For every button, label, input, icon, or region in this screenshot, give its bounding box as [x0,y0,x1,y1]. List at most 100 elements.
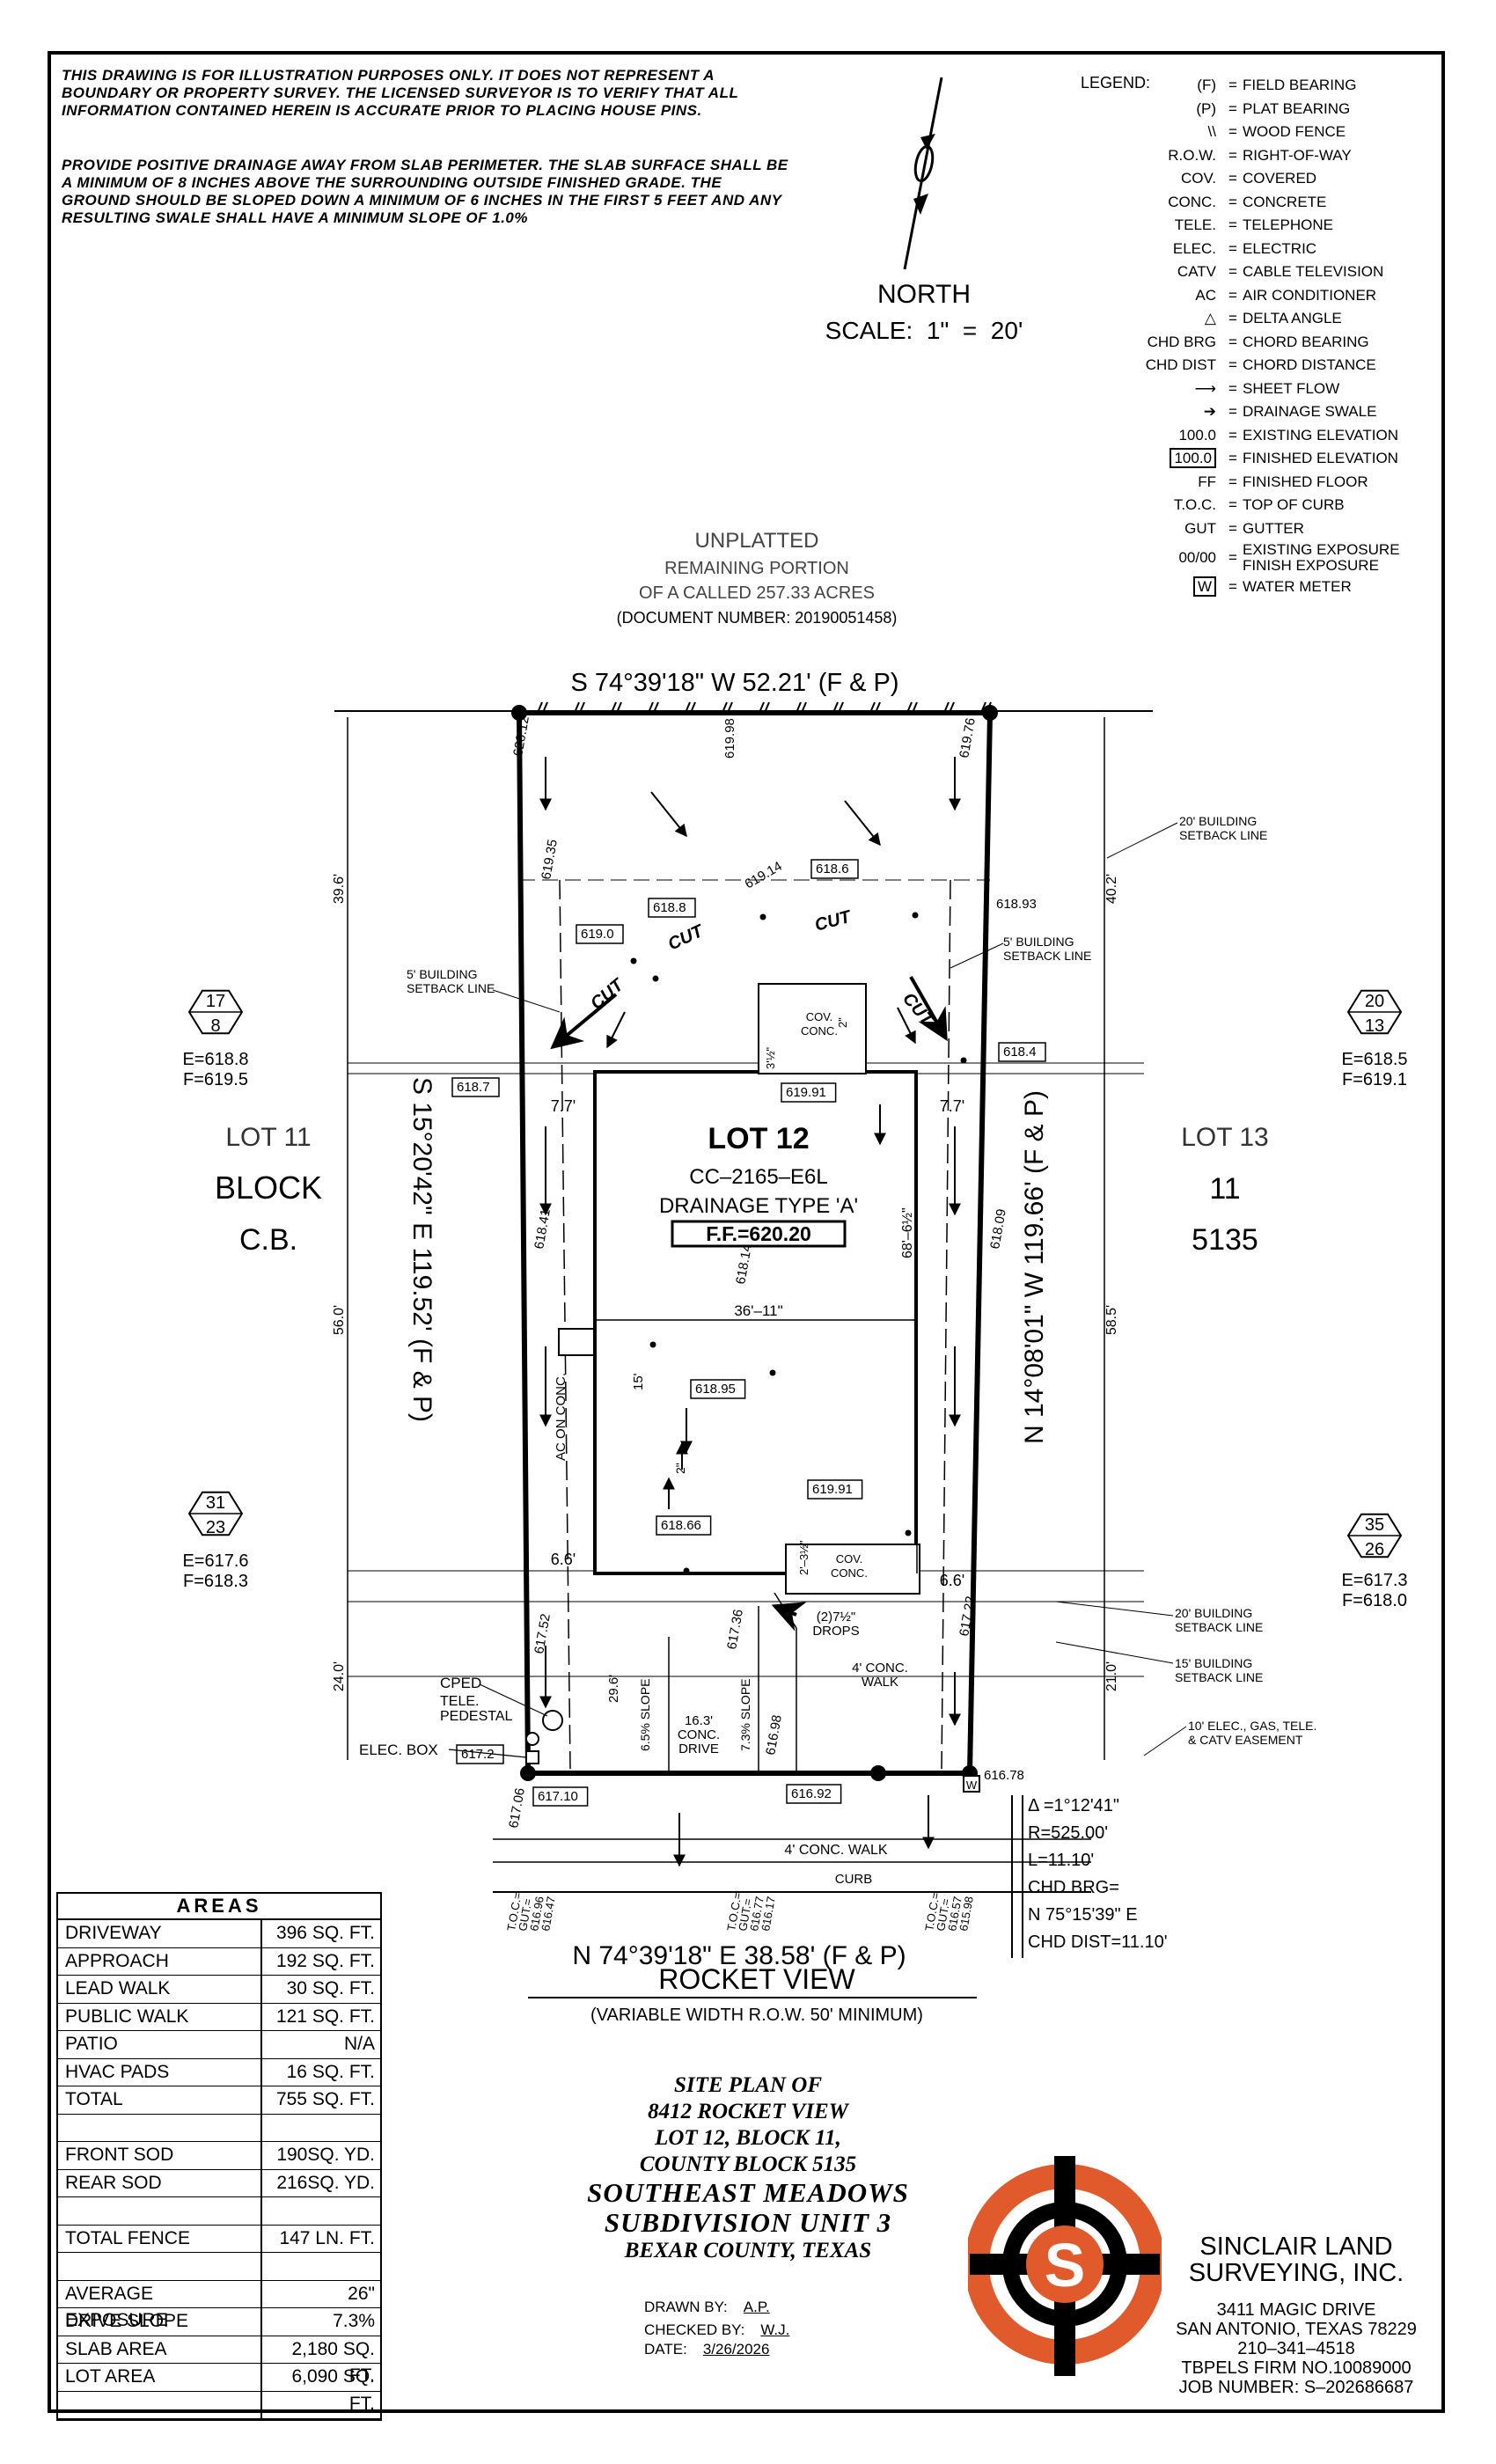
areas-label: DRIVEWAY [58,1920,262,1947]
setback-5-right-label: SETBACK LINE [1003,949,1091,963]
title-line-1: SITE PLAN OF [673,2073,823,2097]
slope-mark: 2" [836,1017,849,1028]
toc-label: 616.17 [759,1896,778,1932]
title-line-2: 8412 ROCKET VIEW [648,2100,848,2123]
dim-driveway: 29.6' [606,1675,621,1703]
existing-elevation: 618.93 [996,897,1037,912]
curve-data: CHD BRG= [1028,1878,1119,1897]
spot-point [630,957,637,964]
dim-side-setback-left: 7.7' [551,1097,576,1115]
legend-desc: TOP OF CURB [1243,496,1345,514]
easement-label: & CATV EASEMENT [1188,1733,1303,1747]
lot-number: LOT 12 [708,1122,809,1155]
legend-desc: CHORD BEARING [1243,333,1369,350]
legend-symbol: AC [1195,286,1216,304]
company-address: 3411 MAGIC DRIVE SAN ANTONIO, TEXAS 7822… [1176,2300,1417,2397]
legend-equals: = [1228,310,1237,327]
legend-row: ➔=DRAINAGE SWALE [1135,400,1417,424]
legend-equals: = [1228,193,1237,210]
cut-label: CUT [665,920,708,954]
swale-arrow [771,1602,807,1632]
areas-label: REAR SOD [58,2169,262,2196]
legend-row: 00/00=EXISTING EXPOSURE FINISH EXPOSURE [1135,540,1417,576]
tele-pedestal-label: TELE. [440,1694,479,1709]
toc-label: 616.96 [527,1896,546,1932]
finished-elevation-box [648,898,696,918]
setback-15-label: 15' BUILDING [1175,1656,1252,1670]
areas-title: AREAS [58,1894,380,1920]
exposure-existing: 17 [206,992,225,1011]
fence-mark [979,701,986,715]
legend-title: LEGEND: [1081,74,1151,92]
exposure-existing: 20 [1365,992,1384,1011]
fence-mark [800,701,807,715]
areas-value: 30 SQ. FT. [286,1978,375,1998]
dim-side-left: 56.0' [332,1305,347,1335]
areas-row: -- [58,2253,380,2281]
areas-row: DRIVEWAY 396 SQ. FT. [58,1920,380,1948]
areas-label: - [58,2197,262,2225]
legend-desc: TELEPHONE [1243,216,1333,234]
areas-value: 396 SQ. FT. [275,1923,375,1943]
legend-row: FF=FINISHED FLOOR [1135,471,1417,495]
finished-elevation: 618.95 [695,1382,736,1397]
boundary-pin [982,705,998,721]
areas-value: 192 SQ. FT. [275,1950,375,1971]
legend-row: COV.=COVERED [1135,167,1417,191]
exposure-existing: 35 [1365,1515,1384,1535]
dim-side-setback-right: 6.6' [940,1572,964,1589]
legend-desc: PLAT BEARING [1243,99,1351,117]
covered-porch [785,1544,920,1595]
legend-equals: = [1228,473,1237,490]
fence-mark [615,701,622,715]
finished-elevation: 619.91 [786,1085,826,1100]
legend-row: CHD BRG = CHORD BEARING [1135,331,1417,355]
areas-label: SLAB AREA [58,2336,262,2363]
note-illustration: THIS DRAWING IS FOR ILLUSTRATION PURPOSE… [62,67,739,119]
tele-pedestal-label: PEDESTAL [440,1709,513,1724]
toc-label: 616.57 [945,1896,964,1932]
leader-line [1106,822,1178,859]
drainage-type: DRAINAGE TYPE 'A' [659,1194,858,1218]
legend-row: ⟶=SHEET FLOW [1135,378,1417,401]
leader-line [950,942,1004,969]
date: DATE:3/26/2026 [644,2341,770,2358]
lot13-label: LOT 13 [1181,1123,1269,1152]
legend-symbol: T.O.C. [1173,496,1216,514]
legend-desc: DELTA ANGLE [1243,310,1342,327]
street-name: ROCKET VIEW [658,1963,855,1995]
existing-elevation: 617.36 [724,1609,746,1651]
areas-value: - [262,2392,380,2419]
legend-row: (P)=PLAT BEARING [1135,98,1417,121]
legend-symbol: 00/00 [1178,549,1216,566]
fence-mark [541,701,548,715]
unplatted-title: UNPLATTED [695,529,819,553]
areas-value: - [262,2253,380,2280]
setback-20-front-label: SETBACK LINE [1175,1620,1263,1634]
areas-label: TOTAL FENCE [58,2225,262,2252]
fence-mark [906,701,913,715]
legend-row: TELE.=TELEPHONE [1135,214,1417,238]
legend-row: \\=WOOD FENCE [1135,121,1417,144]
toc-label: GUT.= [736,1897,754,1932]
legend-symbol: CHD BRG [1147,333,1216,350]
exposure-existing: 31 [206,1493,225,1513]
areas-value: - [262,2197,380,2225]
curve-data: CHD DIST=11.10' [1028,1932,1168,1952]
areas-label: APPROACH [58,1947,262,1975]
fence-mark [942,701,950,715]
legend-equals: = [1228,77,1237,94]
covered-porch-label: CONC. [831,1566,868,1580]
exposure-f: F=619.5 [183,1070,248,1089]
finished-elevation: 616.92 [791,1786,832,1801]
legend-row: 100.0=FINISHED ELEVATION [1135,447,1417,471]
areas-row: -- [58,2391,380,2419]
legend-equals: = [1228,333,1237,350]
toc-label: 615.98 [957,1896,976,1932]
finished-elevation-box [807,1479,863,1500]
fence-mark [689,701,696,715]
finished-elevation: 618.6 [816,862,849,876]
